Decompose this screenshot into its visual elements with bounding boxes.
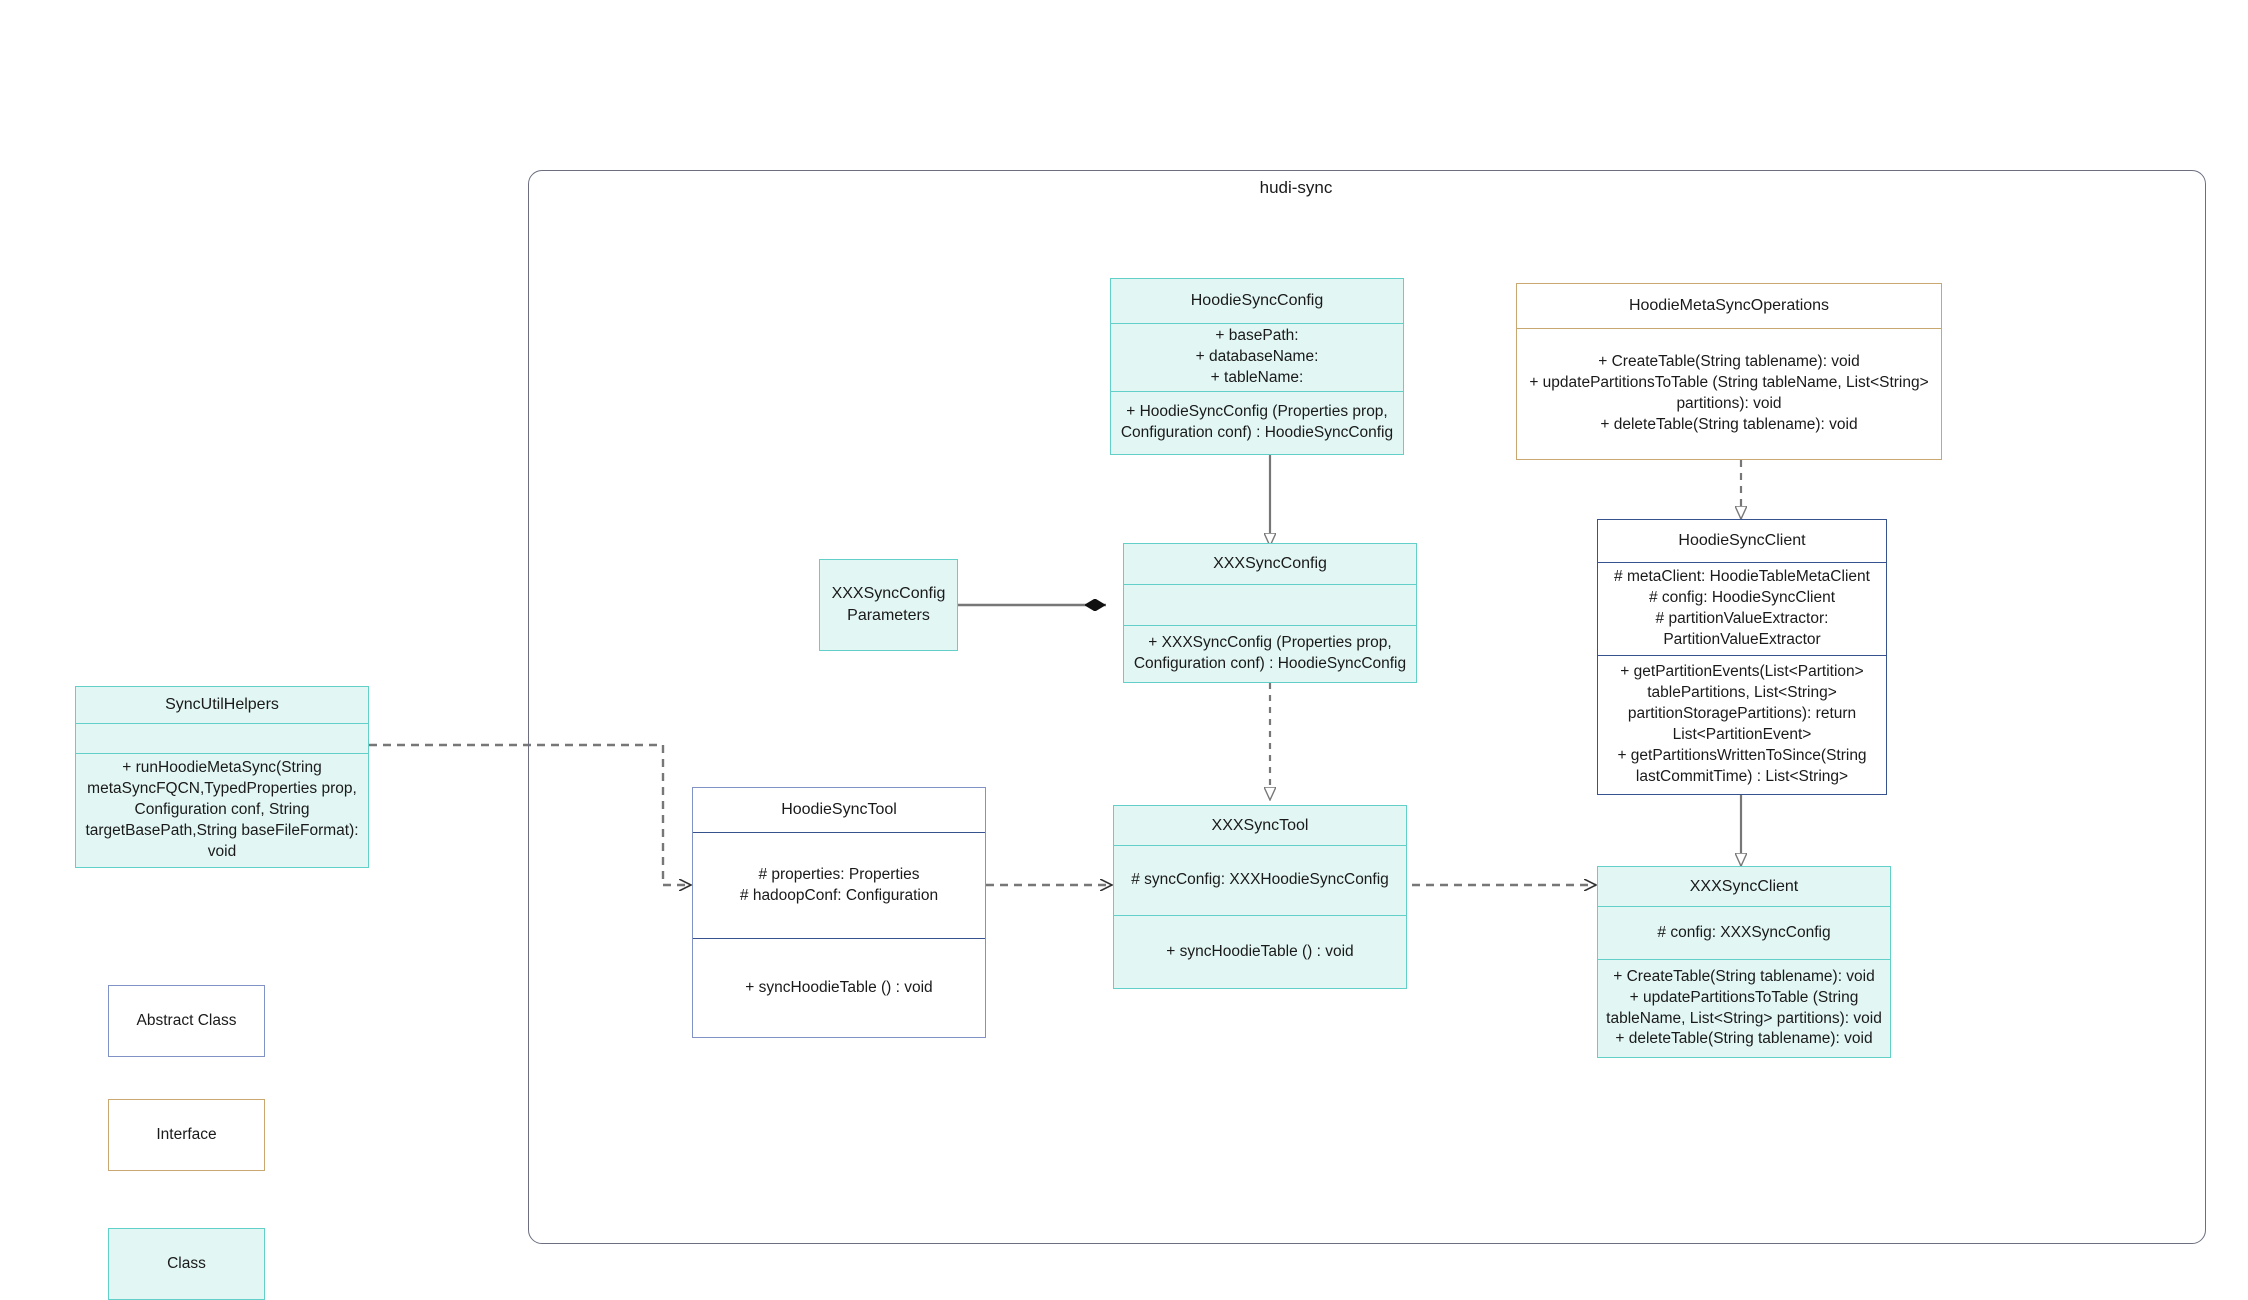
class-title: HoodieSyncClient — [1678, 532, 1806, 550]
class-methods: + HoodieSyncConfig (Properties prop, Con… — [1111, 391, 1403, 454]
class-attributes: # properties: Properties # hadoopConf: C… — [693, 832, 985, 938]
class-hoodie-sync-config[interactable]: HoodieSyncConfig + basePath: + databaseN… — [1110, 278, 1404, 455]
class-title: SyncUtilHelpers — [165, 696, 279, 714]
interface-methods: + CreateTable(String tablename): void + … — [1517, 328, 1941, 459]
package-hudi-sync — [528, 170, 2206, 1244]
class-title: HoodieSyncConfig — [1190, 292, 1324, 310]
class-methods: + XXXSyncConfig (Properties prop, Config… — [1124, 625, 1416, 682]
class-attributes — [1124, 584, 1416, 625]
class-hoodie-sync-client[interactable]: HoodieSyncClient # metaClient: HoodieTab… — [1597, 519, 1887, 795]
class-attributes — [76, 723, 368, 753]
legend-interface: Interface — [108, 1099, 265, 1171]
class-sync-util-helpers[interactable]: SyncUtilHelpers + runHoodieMetaSync(Stri… — [75, 686, 369, 868]
legend-abstract-class-label: Abstract Class — [136, 1012, 237, 1029]
class-methods: + getPartitionEvents(List<Partition> tab… — [1598, 655, 1886, 794]
class-xxx-sync-config[interactable]: XXXSyncConfig + XXXSyncConfig (Propertie… — [1123, 543, 1417, 683]
class-hoodie-sync-tool[interactable]: HoodieSyncTool # properties: Properties … — [692, 787, 986, 1038]
class-methods: + CreateTable(String tablename): void + … — [1598, 959, 1890, 1057]
class-attributes: # config: XXXSyncConfig — [1598, 906, 1890, 959]
legend-class-label: Class — [167, 1255, 206, 1272]
class-attributes: # metaClient: HoodieTableMetaClient # co… — [1598, 562, 1886, 655]
class-attributes: + basePath: + databaseName: + tableName: — [1111, 323, 1403, 391]
legend-abstract-class: Abstract Class — [108, 985, 265, 1057]
interface-title: HoodieMetaSyncOperations — [1628, 297, 1830, 315]
class-xxx-sync-client[interactable]: XXXSyncClient # config: XXXSyncConfig + … — [1597, 866, 1891, 1058]
package-title: hudi-sync — [1259, 178, 1333, 197]
class-attributes: # syncConfig: XXXHoodieSyncConfig — [1114, 845, 1406, 915]
legend-interface-label: Interface — [156, 1126, 217, 1143]
legend-class: Class — [108, 1228, 265, 1300]
class-title: HoodieSyncTool — [781, 801, 897, 819]
class-methods: + runHoodieMetaSync(String metaSyncFQCN,… — [76, 753, 368, 867]
class-methods: + syncHoodieTable () : void — [1114, 915, 1406, 988]
class-title: XXXSyncClient — [1689, 877, 1799, 895]
class-title: XXXSyncConfig — [1213, 555, 1327, 573]
class-xxx-sync-config-parameters[interactable]: XXXSyncConfigParameters — [819, 559, 958, 651]
class-title: XXXSyncTool — [1211, 816, 1309, 834]
class-title: XXXSyncConfigParameters — [831, 585, 946, 624]
interface-hoodie-meta-sync-operations[interactable]: HoodieMetaSyncOperations + CreateTable(S… — [1516, 283, 1942, 460]
class-methods: + syncHoodieTable () : void — [693, 938, 985, 1037]
class-xxx-sync-tool[interactable]: XXXSyncTool # syncConfig: XXXHoodieSyncC… — [1113, 805, 1407, 989]
